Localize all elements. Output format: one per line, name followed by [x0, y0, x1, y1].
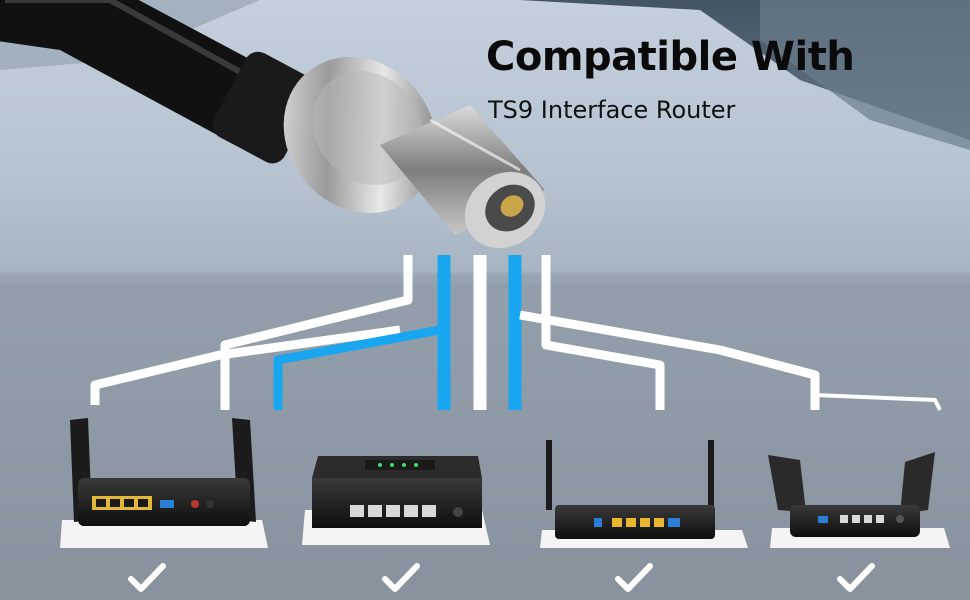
checkmark-icon: [128, 563, 166, 592]
line-white: [220, 255, 413, 410]
line-white: [541, 255, 665, 410]
line-white: [814, 393, 942, 411]
subtitle-interface: TS9 Interface Router: [488, 96, 736, 124]
checkmark-icon: [382, 563, 420, 592]
checkmark-icon: [615, 563, 653, 592]
checkmark-icon: [837, 563, 875, 592]
connection-lines: [90, 255, 942, 411]
title-compatible-with: Compatible With: [486, 34, 855, 80]
router-with-antennas-image: [60, 418, 268, 548]
gaming-router-image: [768, 452, 950, 548]
line-white: [519, 310, 820, 410]
network-switch-image: [302, 456, 490, 545]
wifi-router-dual-antenna-image: [540, 440, 748, 548]
ts9-connector-cable-image: [0, 0, 546, 249]
line-blue: [273, 325, 441, 410]
background-shape-right: [760, 0, 970, 150]
line-white: [90, 325, 401, 405]
